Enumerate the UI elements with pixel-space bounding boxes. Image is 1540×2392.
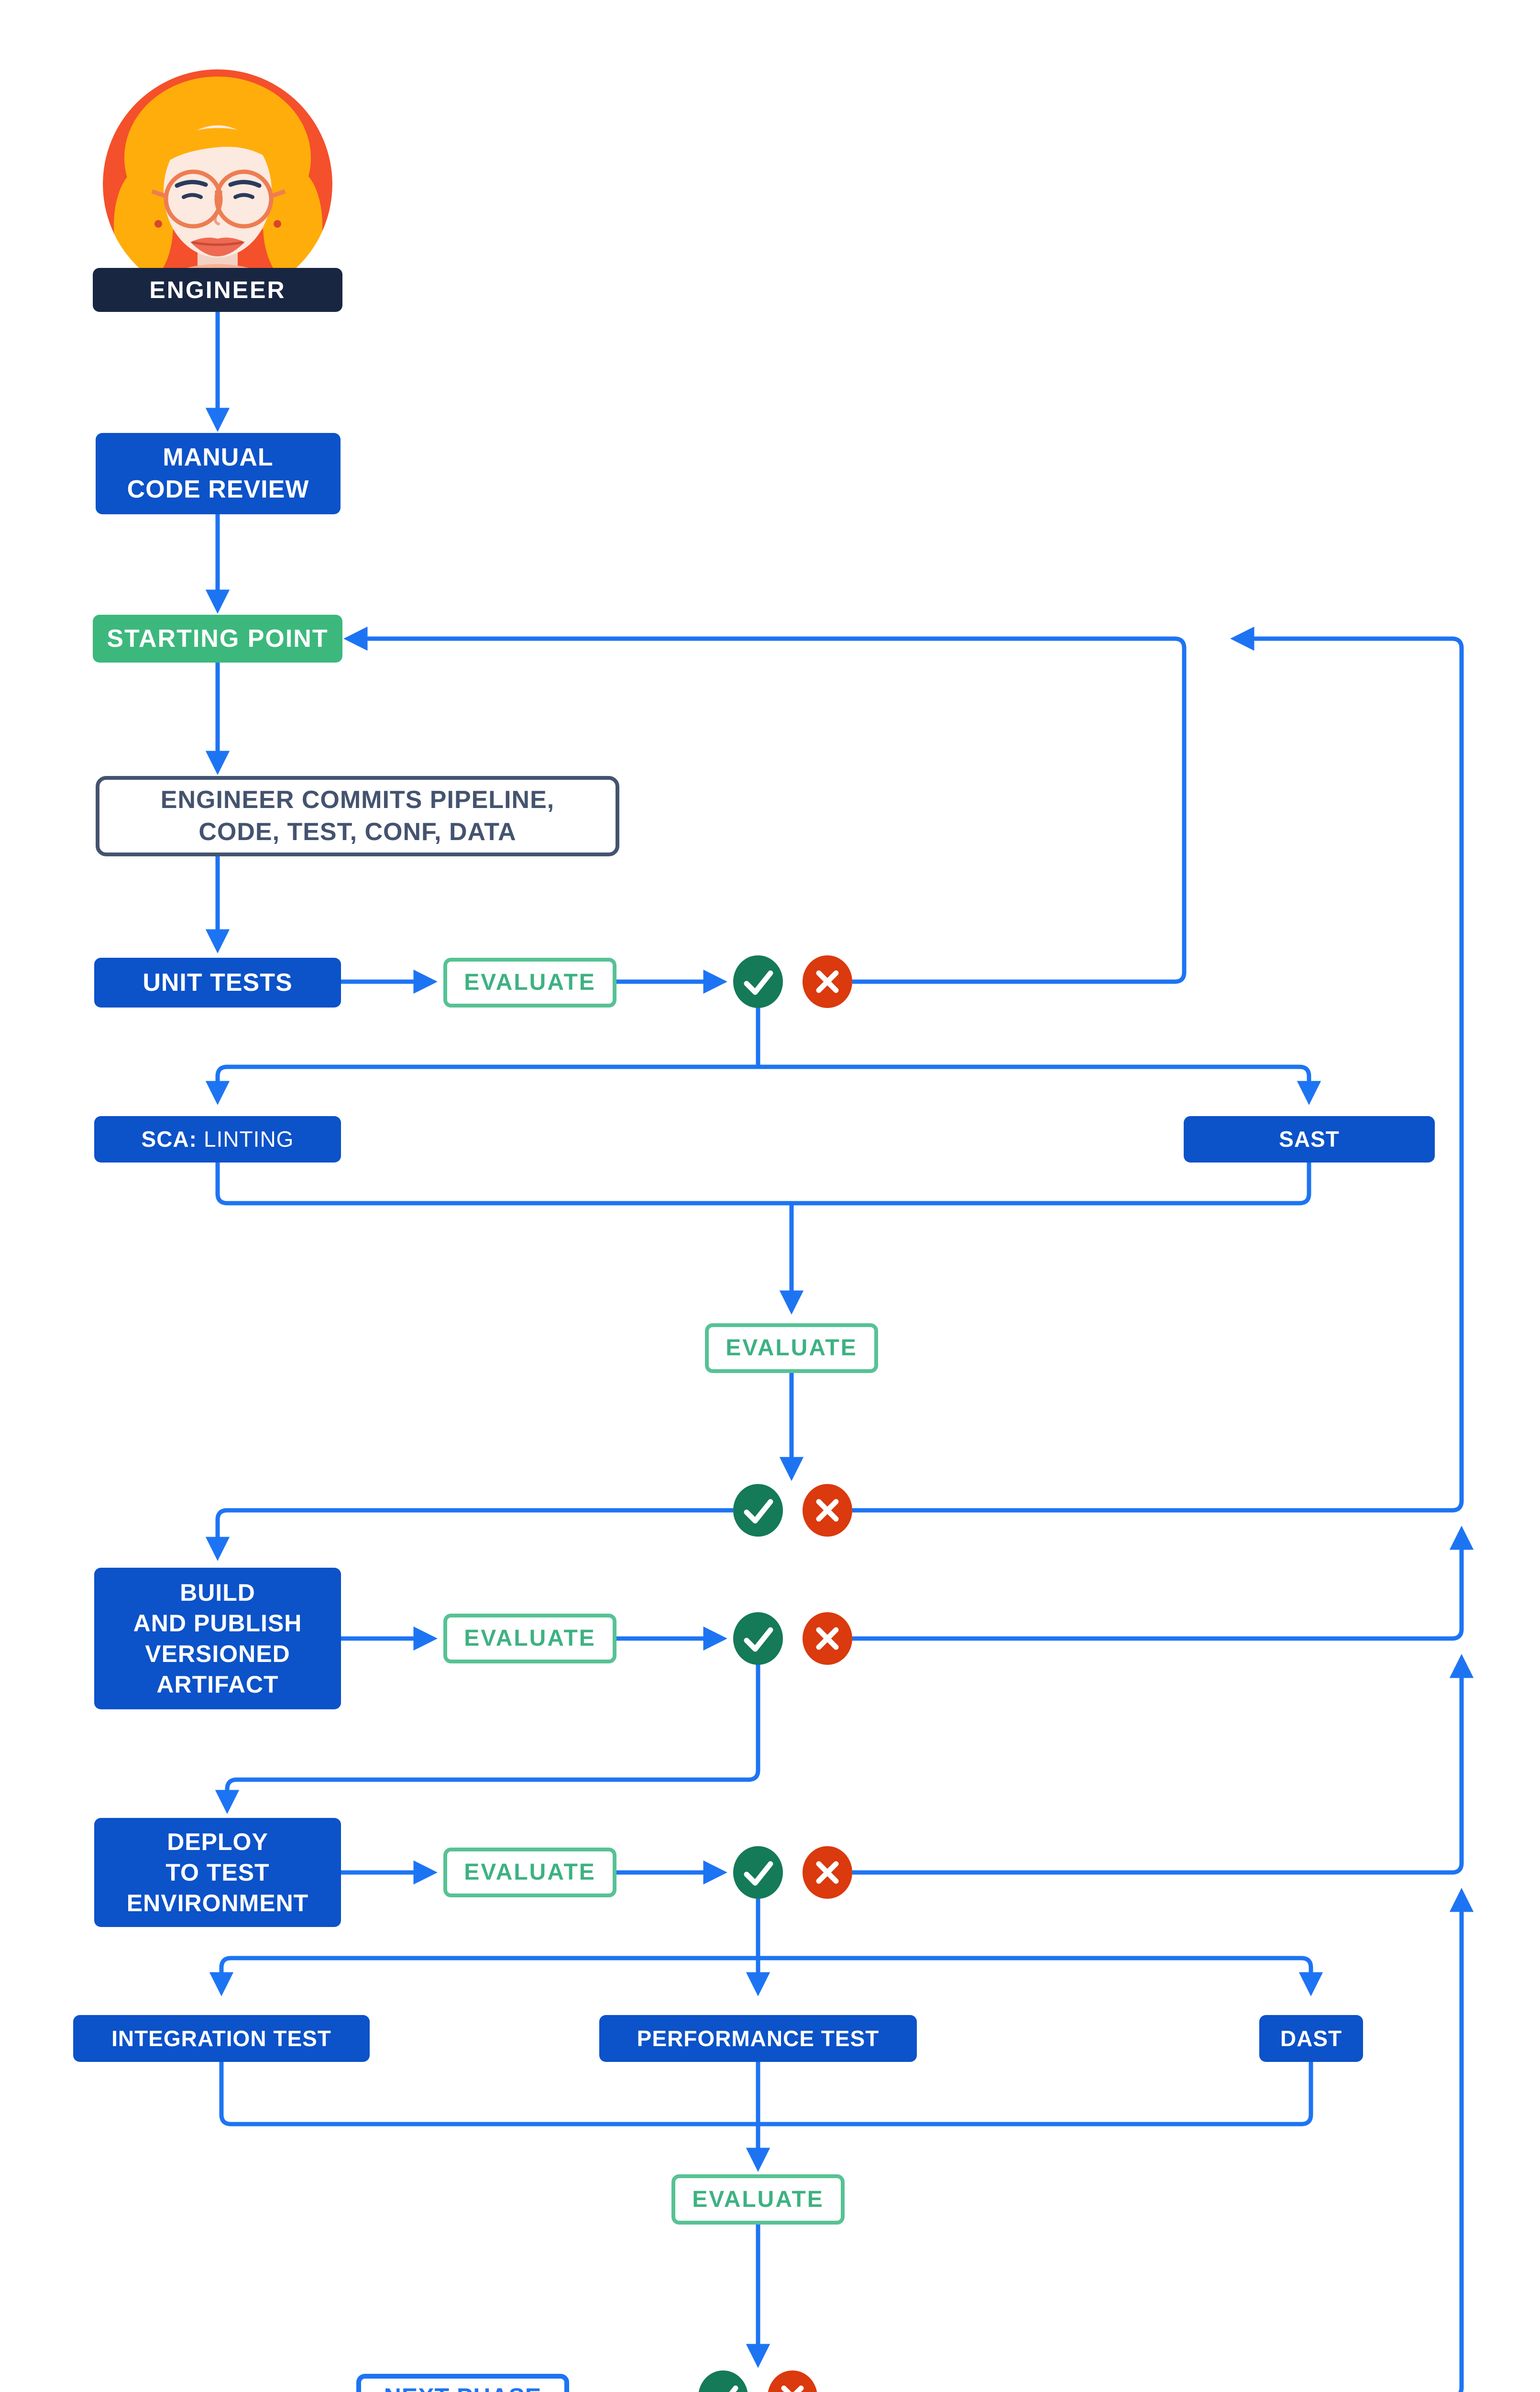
pass-icon	[733, 1484, 783, 1537]
node-line: BUILD	[180, 1579, 255, 1606]
avatar-lips	[190, 237, 245, 256]
node-line: LINTING	[203, 1127, 294, 1152]
node-manual-code-review: MANUAL CODE REVIEW	[96, 433, 341, 514]
engineer-label: ENGINEER	[93, 268, 342, 312]
node-evaluate-tests: EVALUATE	[671, 2174, 845, 2225]
node-line: CODE, TEST, CONF, DATA	[198, 818, 517, 846]
node-deploy-test-env: DEPLOY TO TEST ENVIRONMENT	[94, 1818, 341, 1927]
node-line: EVALUATE	[464, 1860, 596, 1885]
node-sca-linting: SCA: LINTING	[94, 1116, 341, 1163]
node-line: DEPLOY	[167, 1828, 268, 1855]
node-line: ARTIFACT	[156, 1671, 279, 1698]
node-starting-point: STARTING POINT	[93, 615, 342, 663]
pass-icon	[698, 2370, 748, 2392]
node-line: AND PUBLISH	[133, 1610, 302, 1637]
node-line: NEXT PHASE	[384, 2381, 542, 2392]
fail-icon	[768, 2370, 817, 2392]
node-evaluate-build: EVALUATE	[443, 1614, 616, 1663]
avatar-brow	[228, 180, 262, 188]
distributor-scan	[215, 1064, 1311, 1082]
node-sast: SAST	[1184, 1116, 1435, 1163]
node-line: CODE REVIEW	[127, 476, 309, 503]
avatar-eye	[233, 193, 254, 199]
connector-pass2-to-build	[205, 1508, 733, 1561]
node-line: MANUAL	[163, 443, 274, 472]
merge-scan	[215, 1163, 1311, 1206]
feedback-next-fail-up	[1449, 1888, 1474, 2392]
pass-icon	[733, 1846, 783, 1899]
node-line: EVALUATE	[464, 970, 596, 996]
feedback-deploy-fail-up	[852, 1654, 1474, 1875]
node-next-phase: NEXT PHASE	[356, 2374, 569, 2392]
node-build-publish: BUILD AND PUBLISH VERSIONED ARTIFACT	[94, 1568, 341, 1709]
avatar-earring	[274, 220, 281, 228]
node-line: PERFORMANCE TEST	[637, 2026, 880, 2051]
node-dast: DAST	[1259, 2015, 1363, 2062]
node-line: ENGINEER COMMITS PIPELINE,	[160, 786, 555, 814]
distributor-tests	[219, 1956, 1313, 1973]
fail-icon	[803, 1484, 852, 1537]
node-evaluate-deploy: EVALUATE	[443, 1848, 616, 1897]
node-line: TO TEST	[165, 1859, 270, 1886]
feedback-scan-fail-up	[852, 626, 1464, 1513]
node-evaluate-unit: EVALUATE	[443, 958, 616, 1008]
pass-icon	[733, 1612, 783, 1665]
feedback-unit-fail-to-start	[343, 626, 1187, 984]
flow-connectors	[205, 312, 1474, 2392]
fail-icon	[803, 955, 852, 1008]
merge-tests	[219, 2062, 1313, 2126]
avatar-brow	[175, 180, 208, 188]
connector-pass3-to-deploy	[215, 1663, 760, 1814]
pass-icon	[733, 955, 783, 1008]
feedback-build-fail-up	[852, 1526, 1474, 1641]
fail-icon	[803, 1612, 852, 1665]
node-line: SCA:	[141, 1127, 197, 1152]
node-line: ENVIRONMENT	[126, 1890, 309, 1916]
node-integration-test: INTEGRATION TEST	[73, 2015, 370, 2062]
node-unit-tests: UNIT TESTS	[94, 958, 341, 1008]
node-line: DAST	[1280, 2026, 1342, 2051]
node-line: EVALUATE	[726, 1335, 858, 1361]
node-line: SAST	[1279, 1127, 1340, 1152]
avatar-fringe	[163, 128, 276, 165]
node-performance-test: PERFORMANCE TEST	[599, 2015, 917, 2062]
node-line: EVALUATE	[464, 1626, 596, 1651]
avatar-earring	[154, 220, 162, 228]
node-engineer-commits: ENGINEER COMMITS PIPELINE, CODE, TEST, C…	[96, 776, 619, 856]
node-line: UNIT TESTS	[143, 968, 293, 997]
node-line: STARTING POINT	[107, 624, 329, 653]
engineer-label-text: ENGINEER	[149, 277, 286, 303]
node-line: VERSIONED	[145, 1640, 290, 1667]
node-line: INTEGRATION TEST	[111, 2026, 331, 2051]
node-evaluate-scan: EVALUATE	[705, 1323, 878, 1373]
node-line: EVALUATE	[692, 2186, 824, 2212]
avatar-eye	[182, 193, 203, 199]
fail-icon	[803, 1846, 852, 1899]
avatar-glasses	[151, 169, 286, 229]
result-badges	[698, 955, 852, 2392]
